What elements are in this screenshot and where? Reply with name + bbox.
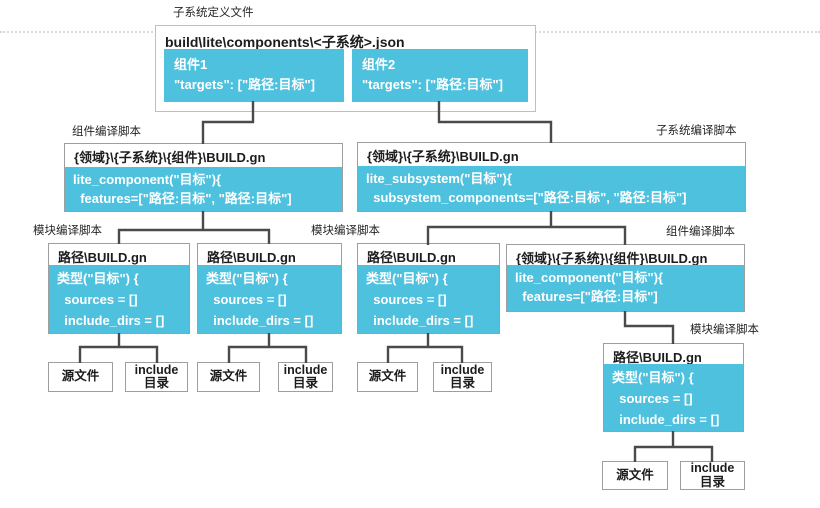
module-build-gn-box-4: 路径\BUILD.gn 类型("目标") { sources = [] incl… [603,343,744,432]
label-subsystem-build-script: 子系统编译脚本 [656,125,737,137]
label-module-build-script-2: 模块编译脚本 [311,225,380,237]
module-build-gn-code-4: 类型("目标") { sources = [] include_dirs = [… [604,364,743,431]
component-build-gn-box: {领域}\{子系统}\{组件}\BUILD.gn lite_component(… [64,143,343,212]
component2-entry: 组件2 "targets": ["路径:目标"] [352,49,528,102]
module-build-gn-code-1: 类型("目标") { sources = [] include_dirs = [… [49,265,189,333]
component-build-gn-path: {领域}\{子系统}\{组件}\BUILD.gn [74,150,266,165]
label-module-build-script-1: 模块编译脚本 [33,225,102,237]
source-file-box-1: 源文件 [48,362,113,392]
module-build-gn-code-2: 类型("目标") { sources = [] include_dirs = [… [198,265,341,333]
label-component-build-script-right: 组件编译脚本 [666,226,735,238]
subsystem-json-path: build\lite\components\<子系统>.json [165,34,405,50]
module-build-gn-code-3: 类型("目标") { sources = [] include_dirs = [… [358,265,499,333]
label-subsystem-definition-file: 子系统定义文件 [173,7,254,19]
include-dir-box-1: include 目录 [125,362,188,392]
component2-name: 组件2 [362,57,396,72]
module-build-gn-path-1: 路径\BUILD.gn [58,250,147,265]
module-build-gn-box-2: 路径\BUILD.gn 类型("目标") { sources = [] incl… [197,243,342,334]
subsystem-build-gn-code: lite_subsystem("目标"){ subsystem_componen… [358,166,745,211]
source-file-box-2: 源文件 [197,362,260,392]
label-module-build-script-3: 模块编译脚本 [690,324,759,336]
module-build-gn-path-2: 路径\BUILD.gn [207,250,296,265]
component-build-gn-box-2: {领域}\{子系统}\{组件}\BUILD.gn lite_component(… [506,244,745,312]
include-dir-box-4: include 目录 [680,461,745,490]
subsystem-json-box: build\lite\components\<子系统>.json 组件1 "ta… [155,25,536,112]
subsystem-build-gn-path: {领域}\{子系统}\BUILD.gn [367,149,519,164]
include-dir-box-3: include 目录 [433,362,492,392]
include-dir-box-2: include 目录 [278,362,333,392]
component1-entry: 组件1 "targets": ["路径:目标"] [164,49,344,102]
module-build-gn-box-3: 路径\BUILD.gn 类型("目标") { sources = [] incl… [357,243,500,334]
component-build-gn-path-2: {领域}\{子系统}\{组件}\BUILD.gn [516,251,708,266]
source-file-box-4: 源文件 [602,461,668,490]
subsystem-build-gn-box: {领域}\{子系统}\BUILD.gn lite_subsystem("目标")… [357,142,746,212]
source-file-box-3: 源文件 [357,362,418,392]
component1-name: 组件1 [174,57,208,72]
component-build-gn-code: lite_component("目标"){ features=["路径:目标",… [65,167,342,211]
module-build-gn-path-3: 路径\BUILD.gn [367,250,456,265]
component2-targets: "targets": ["路径:目标"] [362,77,503,92]
module-build-gn-path-4: 路径\BUILD.gn [613,350,702,365]
label-component-build-script-left: 组件编译脚本 [72,126,141,138]
module-build-gn-box-1: 路径\BUILD.gn 类型("目标") { sources = [] incl… [48,243,190,334]
component-build-gn-code-2: lite_component("目标"){ features=["路径:目标"] [507,265,744,311]
component1-targets: "targets": ["路径:目标"] [174,77,315,92]
